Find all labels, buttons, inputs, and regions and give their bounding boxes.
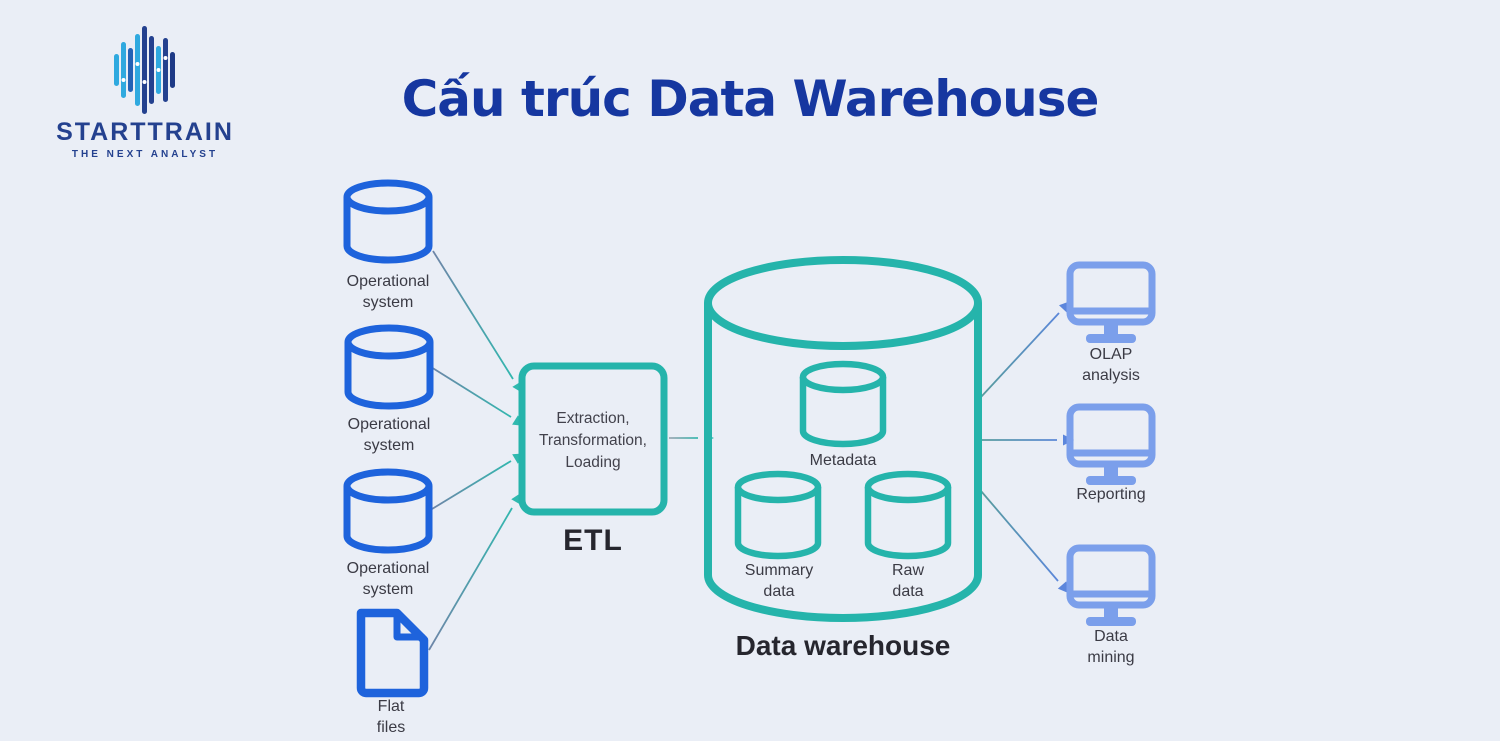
raw-data-cylinder [864, 470, 952, 560]
warehouse-cylinder [704, 256, 982, 622]
flat-files-label-line1: Flat [377, 698, 405, 715]
source3-label-line2: system [362, 581, 414, 598]
operational-system-cylinder-2 [344, 324, 434, 410]
source1-label-line2: system [362, 294, 414, 311]
source2-label: Operational system [348, 414, 431, 456]
source3-label: Operational system [347, 558, 430, 600]
metadata-label: Metadata [809, 452, 877, 469]
flat-files-label-line2: files [376, 719, 406, 736]
etl-box-text-line3: Loading [565, 454, 621, 471]
source1-label: Operational system [347, 271, 430, 313]
reporting-monitor-icon [1066, 403, 1156, 485]
arrow-flatfiles-to-etl [428, 492, 522, 651]
operational-system-cylinder-3 [343, 468, 433, 554]
logo-name: STARTTRAIN [56, 118, 234, 146]
olap-label: OLAP analysis [1082, 344, 1140, 386]
olap-label-line1: OLAP [1089, 346, 1133, 363]
data-mining-monitor-icon [1066, 544, 1156, 626]
source2-label-line2: system [363, 437, 415, 454]
operational-system-cylinder-1 [343, 179, 433, 264]
source1-label-line1: Operational [346, 273, 430, 290]
summary-data-cylinder [734, 470, 822, 560]
arrow-source2-to-etl [430, 366, 525, 426]
data-mining-label: Data mining [1087, 626, 1134, 668]
olap-label-line2: analysis [1082, 367, 1140, 384]
summary-data-label-line2: data [763, 583, 795, 600]
olap-monitor-icon [1066, 261, 1156, 343]
page-title: Cấu trúc Data Warehouse [401, 70, 1100, 128]
metadata-cylinder [799, 360, 887, 448]
etl-box-text: Extraction, Transformation, Loading [539, 408, 647, 474]
summary-data-label-line1: Summary [744, 562, 814, 579]
flat-files-label: Flat files [377, 696, 405, 738]
raw-data-label-line2: data [892, 583, 924, 600]
arrow-warehouse-to-reporting [982, 434, 1074, 446]
reporting-label: Reporting [1076, 484, 1145, 505]
flat-files-icon [356, 608, 429, 698]
raw-data-label: Raw data [892, 560, 924, 602]
equalizer-bars-icon [114, 26, 175, 114]
starttrain-logo: STARTTRAIN THE NEXT ANALYST [55, 26, 235, 160]
logo-tagline: THE NEXT ANALYST [71, 149, 219, 160]
reporting-label-line1: Reporting [1076, 486, 1146, 503]
arrow-source1-to-etl [432, 250, 523, 394]
data-warehouse-label: Data warehouse [735, 630, 951, 661]
data-mining-label-line2: mining [1087, 649, 1135, 666]
etl-box-text-line2: Transformation, [539, 432, 647, 449]
etl-label: ETL [563, 524, 623, 557]
data-mining-label-line1: Data [1094, 628, 1128, 645]
etl-box [518, 362, 668, 516]
source2-label-line1: Operational [347, 416, 431, 433]
raw-data-label-line1: Raw [891, 562, 925, 579]
arrow-warehouse-to-mining [980, 490, 1070, 594]
etl-box-text-line1: Extraction, [556, 410, 630, 427]
summary-data-label: Summary data [745, 560, 813, 602]
arrow-warehouse-to-olap [980, 300, 1071, 398]
source3-label-line1: Operational [346, 560, 430, 577]
